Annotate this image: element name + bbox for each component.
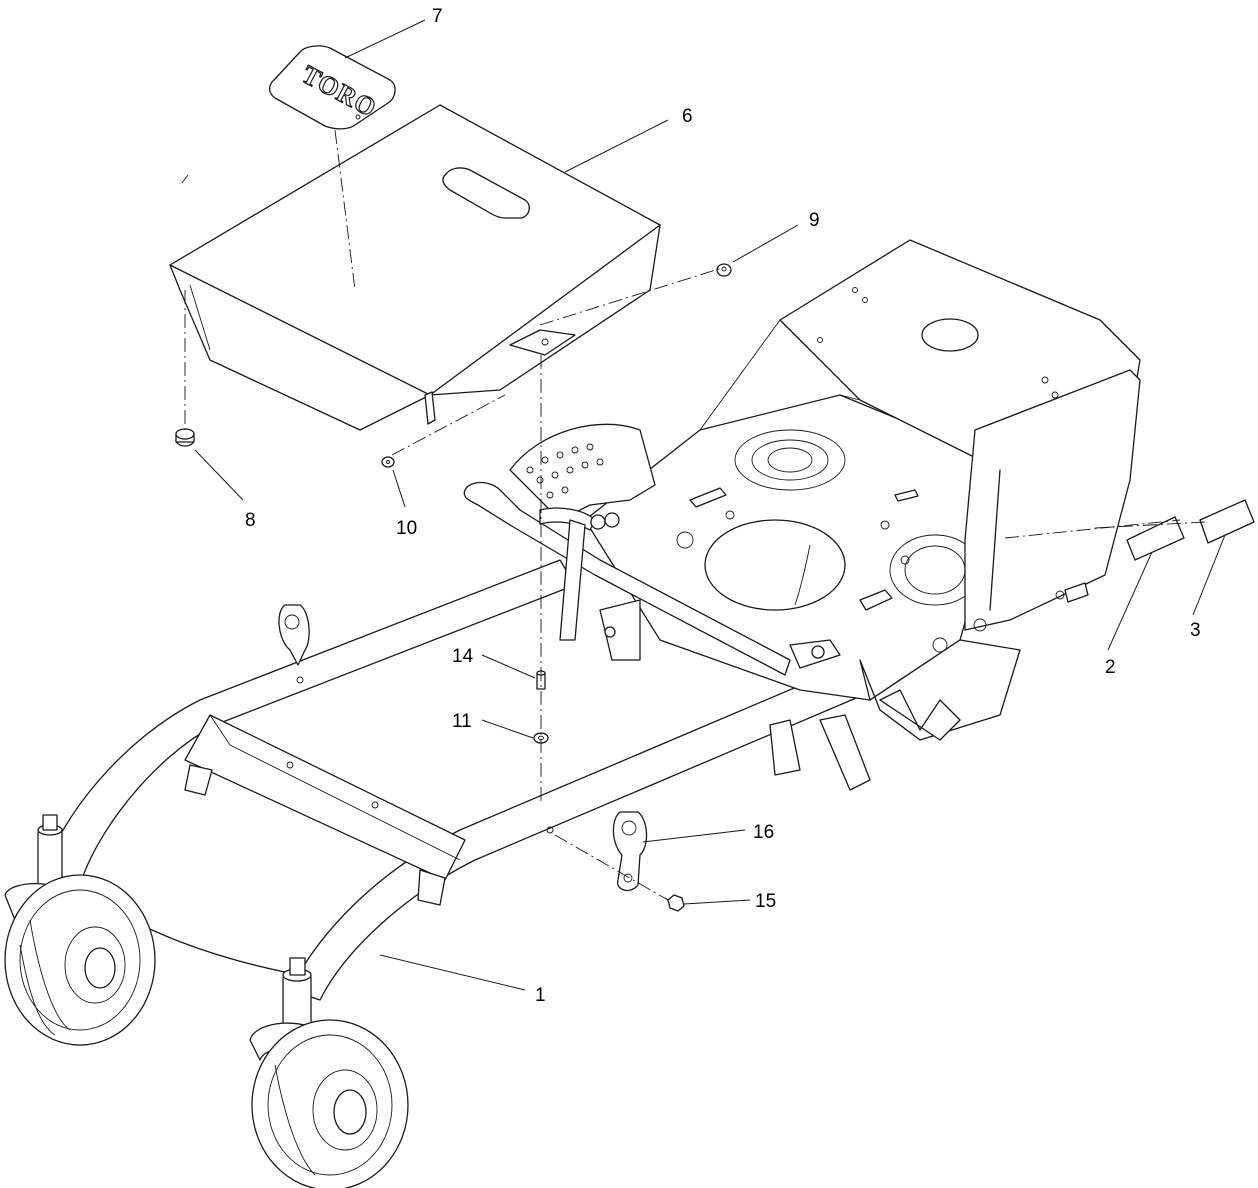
bolt-15 bbox=[664, 894, 685, 912]
chassis-deck-plate bbox=[584, 239, 1141, 791]
nut-9 bbox=[716, 263, 732, 277]
callout-3: 3 bbox=[1190, 620, 1201, 641]
callout-1: 1 bbox=[535, 985, 546, 1006]
caster-wheel-right bbox=[249, 957, 409, 1188]
callout-16: 16 bbox=[753, 822, 774, 843]
callout-8: 8 bbox=[245, 510, 256, 531]
decal-2 bbox=[1126, 516, 1185, 561]
lift-loop-left bbox=[278, 604, 310, 666]
callout-15: 15 bbox=[755, 891, 776, 912]
washer-10 bbox=[381, 456, 395, 468]
decal-3 bbox=[1199, 499, 1255, 544]
side-plate bbox=[509, 423, 656, 521]
assembly-centerlines bbox=[184, 129, 1206, 901]
caster-wheel-left bbox=[4, 814, 156, 1046]
toro-decal-7: TORO bbox=[268, 45, 396, 130]
callout-11: 11 bbox=[452, 711, 472, 732]
hitch-link-16 bbox=[612, 811, 648, 892]
callout-9: 9 bbox=[809, 210, 820, 231]
nut-8 bbox=[175, 428, 195, 447]
console-cover-6 bbox=[169, 104, 661, 431]
callout-labels: 7 6 9 8 10 14 11 16 15 1 2 3 bbox=[245, 6, 1201, 1006]
callout-14: 14 bbox=[452, 646, 474, 667]
callout-10: 10 bbox=[396, 518, 417, 539]
callout-7: 7 bbox=[432, 6, 443, 27]
bumper-bar bbox=[463, 481, 841, 676]
callout-leaders bbox=[194, 19, 1226, 991]
callout-6: 6 bbox=[682, 106, 693, 127]
callout-2: 2 bbox=[1105, 657, 1116, 678]
